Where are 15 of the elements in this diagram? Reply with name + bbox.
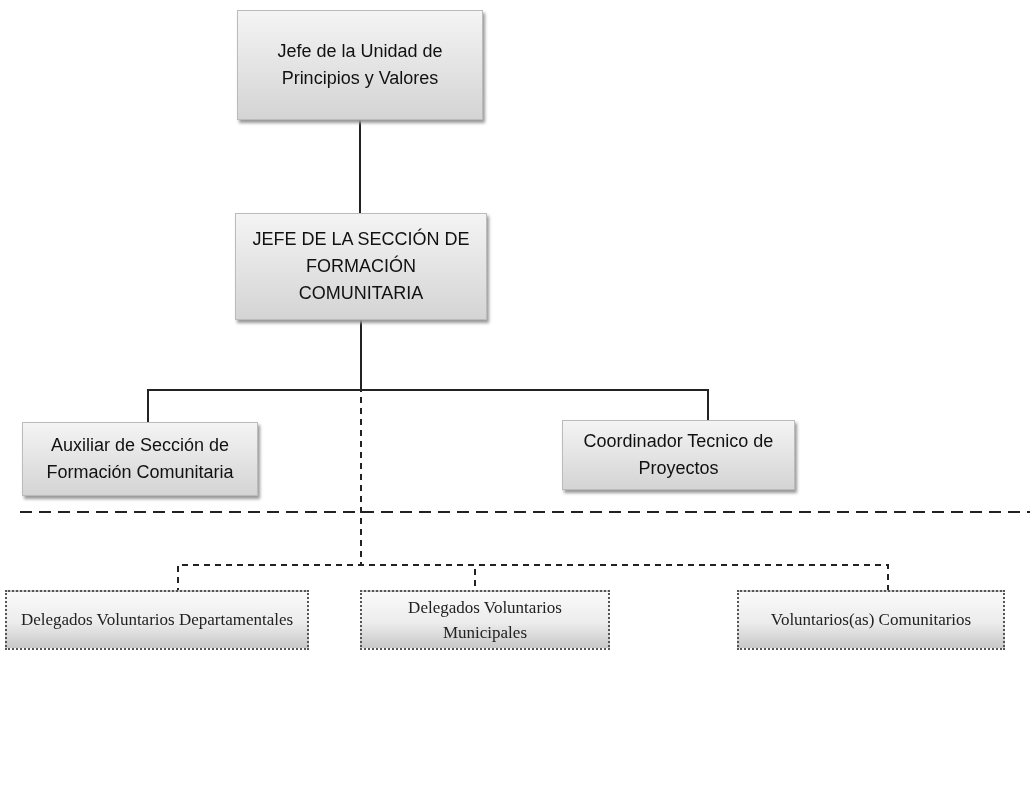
box-label: Delegados Voluntarios Municipales: [407, 596, 563, 644]
box-label: Auxiliar de Sección de Formación Comunitaria: [45, 434, 235, 484]
box-label: Voluntarios(as) Comunitarios: [770, 609, 972, 632]
box-label: Delegados Voluntarios Departamentales: [20, 609, 294, 632]
box-label: Jefe de la Unidad de Principios y Valores: [276, 40, 444, 90]
connector-line: [359, 119, 361, 214]
box-label: JEFE DE LA SECCIÓN DE FORMACIÓN COMUNITARIA: [251, 227, 471, 305]
box-label: Coordinador Tecnico de Proyectos: [582, 430, 775, 480]
dotted-org-box: [360, 590, 610, 650]
org-box: [235, 213, 487, 320]
dotted-org-box: [5, 590, 309, 650]
org-box: [237, 10, 483, 120]
dotted-org-box: [737, 590, 1005, 650]
org-box: [562, 420, 795, 490]
org-box: [22, 422, 258, 496]
